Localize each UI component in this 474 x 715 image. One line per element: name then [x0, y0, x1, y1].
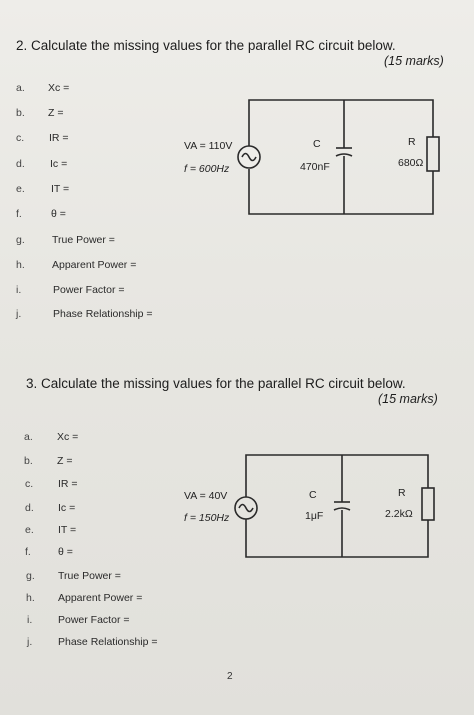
q2-r-label: R: [408, 136, 416, 148]
q3-frequency-label: f = 150Hz: [184, 512, 230, 524]
q2-frequency-label: f = 600Hz: [184, 163, 230, 175]
item-text: Ic =: [58, 502, 76, 514]
item-text: IR =: [58, 478, 78, 490]
item-letter: h.: [26, 592, 35, 604]
q3-wire-bottom: [245, 519, 429, 558]
item-letter: a.: [16, 82, 25, 94]
q3-r-value: 2.2kΩ: [385, 508, 413, 520]
item-text: Xc =: [48, 82, 70, 94]
item-letter: h.: [16, 259, 25, 271]
item-text: True Power =: [52, 234, 115, 246]
item-letter: c.: [25, 478, 34, 490]
page-number: 2: [227, 671, 233, 682]
item-text: Power Factor =: [53, 284, 125, 296]
item-letter: f.: [16, 208, 22, 220]
item-letter: c.: [16, 132, 25, 144]
item-letter: b.: [24, 455, 33, 467]
item-text: Z =: [48, 107, 64, 119]
item-text: Ic =: [50, 158, 68, 170]
q2-cap-plate-bottom: [335, 153, 353, 157]
item-letter: i.: [16, 284, 22, 296]
q3-cap-plate-bottom: [333, 507, 351, 511]
q3-sine-icon: [238, 503, 254, 513]
q3-title: 3. Calculate the missing values for the …: [26, 376, 406, 391]
q3-r-label: R: [398, 487, 406, 499]
q2-resistor: [426, 136, 440, 172]
q2-voltage-label: VA = 110V: [184, 140, 232, 152]
item-letter: i.: [27, 614, 33, 626]
q3-wire-top: [245, 454, 429, 497]
q2-marks: (15 marks): [384, 54, 444, 68]
item-text: Z =: [57, 455, 73, 467]
item-letter: g.: [26, 570, 35, 582]
item-letter: j.: [16, 308, 22, 320]
item-text: IR =: [49, 132, 69, 144]
q3-voltage-label: VA = 40V: [184, 490, 227, 502]
item-letter: g.: [16, 234, 25, 246]
q3-c-label: C: [309, 489, 317, 501]
q3-marks: (15 marks): [378, 392, 438, 406]
item-letter: e.: [16, 183, 25, 195]
item-text: θ =: [51, 208, 66, 220]
q2-c-label: C: [313, 138, 321, 150]
item-letter: j.: [27, 636, 33, 648]
item-text: Apparent Power =: [58, 592, 143, 604]
item-letter: e.: [25, 524, 34, 536]
item-letter: d.: [25, 502, 34, 514]
q2-r-value: 680Ω: [398, 157, 424, 169]
item-text: Xc =: [57, 431, 79, 443]
q2-title: 2. Calculate the missing values for the …: [16, 38, 396, 53]
item-letter: d.: [16, 158, 25, 170]
item-text: Power Factor =: [58, 614, 130, 626]
q3-resistor: [421, 487, 435, 521]
item-text: IT =: [58, 524, 77, 536]
q2-sine-icon: [241, 152, 257, 162]
q2-c-value: 470nF: [300, 161, 330, 173]
item-text: Phase Relationship =: [53, 308, 153, 320]
q2-wire-bottom: [248, 169, 434, 215]
item-text: True Power =: [58, 570, 121, 582]
item-letter: a.: [24, 431, 33, 443]
q3-c-value: 1μF: [305, 510, 323, 522]
item-letter: f.: [25, 546, 31, 558]
item-text: Phase Relationship =: [58, 636, 158, 648]
item-text: θ =: [58, 546, 73, 558]
item-text: Apparent Power =: [52, 259, 137, 271]
q2-wire-top: [248, 99, 434, 157]
item-letter: b.: [16, 107, 25, 119]
item-text: IT =: [51, 183, 70, 195]
